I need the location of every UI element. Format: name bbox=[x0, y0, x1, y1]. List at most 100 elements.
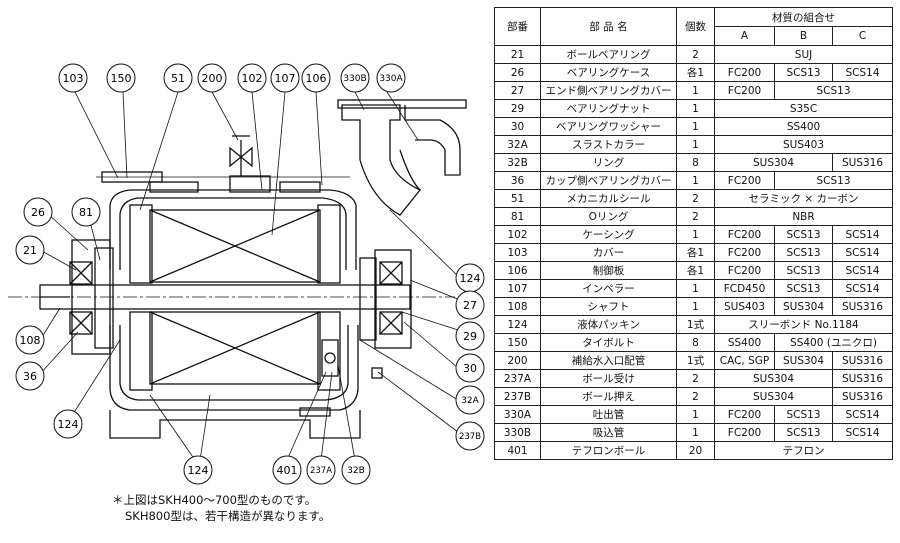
callout-51: 51 bbox=[163, 63, 193, 93]
cell-material-b: SCS13 bbox=[774, 261, 833, 280]
cell-part-no: 36 bbox=[494, 171, 541, 190]
cell-material-c: SCS14 bbox=[831, 225, 894, 244]
cell-part-name: 補給水入口配管 bbox=[540, 351, 677, 370]
callout-124-right: 124 bbox=[455, 263, 485, 293]
svg-text:30: 30 bbox=[463, 362, 477, 375]
cell-part-name: 吐出管 bbox=[540, 405, 677, 424]
svg-text:21: 21 bbox=[23, 244, 37, 257]
cell-material-b: SCS13 bbox=[774, 225, 833, 244]
cell-part-no: 81 bbox=[494, 207, 541, 226]
cell-qty: 2 bbox=[676, 387, 715, 406]
cell-qty: 1 bbox=[676, 99, 715, 118]
cell-qty: 1式 bbox=[676, 315, 715, 334]
cell-qty: 8 bbox=[676, 153, 715, 172]
cell-material-a: SUS403 bbox=[714, 297, 775, 316]
svg-text:102: 102 bbox=[242, 72, 263, 85]
cell-qty: 2 bbox=[676, 369, 715, 388]
header-material-a: A bbox=[714, 26, 775, 46]
cell-qty: 20 bbox=[676, 441, 715, 460]
callout-81: 81 bbox=[71, 197, 101, 227]
cell-material-a: FC200 bbox=[714, 81, 775, 100]
cell-qty: 1 bbox=[676, 423, 715, 442]
cell-material: SUS403 bbox=[713, 135, 894, 154]
svg-text:51: 51 bbox=[171, 72, 185, 85]
cell-part-name: スラストカラー bbox=[540, 135, 677, 154]
cell-material-a: FC200 bbox=[714, 63, 775, 82]
callout-107: 107 bbox=[270, 63, 300, 93]
cell-part-name: ボール押え bbox=[540, 387, 677, 406]
cell-material-c: SCS14 bbox=[831, 279, 894, 298]
cell-part-name: カップ側ベアリングカバー bbox=[540, 171, 677, 190]
callout-29: 29 bbox=[455, 321, 485, 351]
callout-102: 102 bbox=[237, 63, 267, 93]
svg-text:36: 36 bbox=[23, 370, 37, 383]
cell-part-name: メカニカルシール bbox=[540, 189, 677, 208]
svg-text:150: 150 bbox=[111, 72, 132, 85]
cell-material-a: FC200 bbox=[714, 423, 775, 442]
cell-part-no: 330B bbox=[494, 423, 541, 442]
cell-part-name: インペラー bbox=[540, 279, 677, 298]
callout-30: 30 bbox=[455, 353, 485, 383]
cell-part-no: 32B bbox=[494, 153, 541, 172]
cell-part-no: 30 bbox=[494, 117, 541, 136]
cell-qty: 8 bbox=[676, 333, 715, 352]
svg-text:124: 124 bbox=[188, 464, 209, 477]
callout-27: 27 bbox=[455, 290, 485, 320]
drawing-note-line2: SKH800型は、若干構造が異なります。 bbox=[125, 509, 331, 523]
cell-part-no: 124 bbox=[494, 315, 541, 334]
cell-material-c: SUS316 bbox=[831, 297, 894, 316]
cell-material-bc: SS400 (ユニクロ) bbox=[773, 333, 894, 352]
svg-text:106: 106 bbox=[306, 72, 327, 85]
cell-part-name: エンド側ベアリングカバー bbox=[540, 81, 677, 100]
cell-material-b: SUS304 bbox=[774, 351, 833, 370]
cell-material-ab: SUS304 bbox=[714, 387, 833, 406]
drawing-note-line1: ＊上図はSKH400～700型のものです。 bbox=[112, 493, 317, 507]
svg-text:330B: 330B bbox=[343, 74, 366, 84]
callout-36: 36 bbox=[15, 361, 45, 391]
cell-material-b: SCS13 bbox=[774, 423, 833, 442]
callout-330A: 330A bbox=[376, 63, 406, 93]
callout-32B: 32B bbox=[341, 455, 371, 485]
cell-material-b: SCS13 bbox=[774, 63, 833, 82]
callout-401: 401 bbox=[272, 455, 302, 485]
cell-material-bc: SCS13 bbox=[773, 81, 894, 100]
cell-qty: 2 bbox=[676, 45, 715, 64]
callout-108: 108 bbox=[15, 325, 45, 355]
cell-material-bc: SCS13 bbox=[773, 171, 894, 190]
cell-part-no: 108 bbox=[494, 297, 541, 316]
callout-26: 26 bbox=[23, 197, 53, 227]
cell-qty: 1 bbox=[676, 225, 715, 244]
cell-material: セラミック × カーボン bbox=[713, 189, 894, 208]
cell-material-c: SCS14 bbox=[831, 243, 894, 262]
cell-part-name: 制御板 bbox=[540, 261, 677, 280]
callout-124-bottom: 124 bbox=[183, 455, 213, 485]
cell-part-name: シャフト bbox=[540, 297, 677, 316]
cell-part-name: ベアリングワッシャー bbox=[540, 117, 677, 136]
pump-cross-section-drawing: 103 150 51 200 102 107 106 330B 330A 26 … bbox=[8, 63, 485, 485]
cell-part-no: 21 bbox=[494, 45, 541, 64]
cell-qty: 1 bbox=[676, 279, 715, 298]
svg-text:27: 27 bbox=[463, 299, 477, 312]
svg-text:330A: 330A bbox=[379, 74, 403, 84]
cell-part-no: 401 bbox=[494, 441, 541, 460]
cell-part-no: 32A bbox=[494, 135, 541, 154]
cell-part-no: 237A bbox=[494, 369, 541, 388]
cell-part-no: 237B bbox=[494, 387, 541, 406]
cell-material-a: FC200 bbox=[714, 243, 775, 262]
cell-material: SS400 bbox=[713, 117, 894, 136]
svg-text:103: 103 bbox=[63, 72, 84, 85]
